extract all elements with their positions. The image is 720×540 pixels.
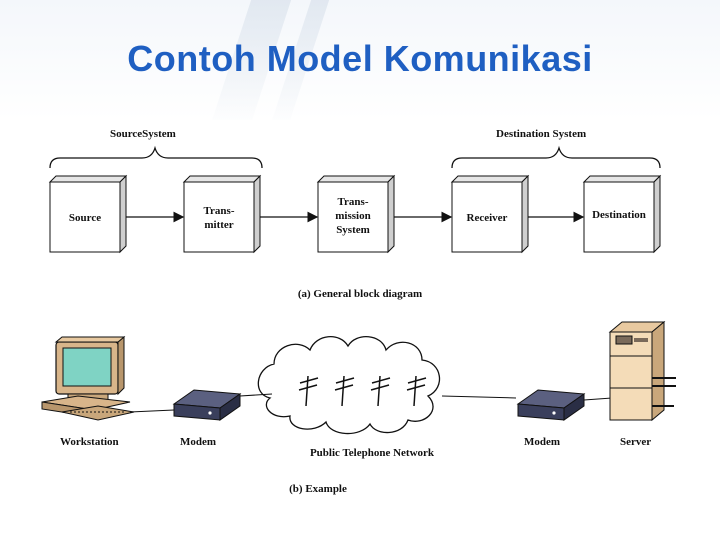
block-receiver-label: Receiver: [467, 212, 508, 224]
modem-right-icon: [516, 389, 586, 421]
block-receiver: Receiver: [450, 174, 530, 254]
modem-cloud-link-right: [441, 395, 517, 399]
block-source: Source: [48, 174, 128, 254]
block-transmission-label-3: System: [336, 224, 370, 236]
workstation-modem-link: [129, 409, 175, 413]
workstation-icon: [41, 335, 135, 421]
block-transmitter: Trans- mitter: [182, 174, 262, 254]
server-icon: [608, 320, 676, 422]
block-transmission-label-2: mission: [335, 210, 370, 222]
modem-server-link: [583, 397, 613, 401]
background-band: [0, 0, 720, 120]
server-label: Server: [620, 436, 651, 448]
destination-system-brace: [451, 145, 661, 169]
telephone-pole-icon: [298, 375, 427, 407]
block-transmitter-label-2: mitter: [204, 219, 233, 231]
block-transmission-system: Trans- mission System: [316, 174, 396, 254]
workstation-label: Workstation: [60, 436, 119, 448]
source-system-label: SourceSystem: [110, 128, 176, 140]
destination-system-label: Destination System: [496, 128, 586, 140]
modem-left-label: Modem: [180, 436, 216, 448]
modem-left-icon: [172, 389, 242, 421]
block-destination: Destination: [582, 174, 662, 254]
modem-cloud-link-left: [239, 393, 273, 397]
block-transmitter-label-1: Trans-: [204, 205, 235, 217]
cloud-icon: [257, 336, 441, 435]
modem-right-label: Modem: [524, 436, 560, 448]
block-transmission-label-1: Trans-: [338, 196, 369, 208]
slide-title: Contoh Model Komunikasi: [127, 38, 593, 79]
caption-example: (b) Example: [289, 483, 347, 495]
caption-general-block-diagram: (a) General block diagram: [298, 288, 422, 300]
block-source-label: Source: [69, 212, 101, 224]
communication-model-figure: SourceSystem Destination System Source T…: [38, 120, 678, 498]
source-system-brace: [49, 145, 263, 169]
block-destination-label: Destination: [592, 209, 646, 221]
network-label: Public Telephone Network: [310, 447, 435, 459]
